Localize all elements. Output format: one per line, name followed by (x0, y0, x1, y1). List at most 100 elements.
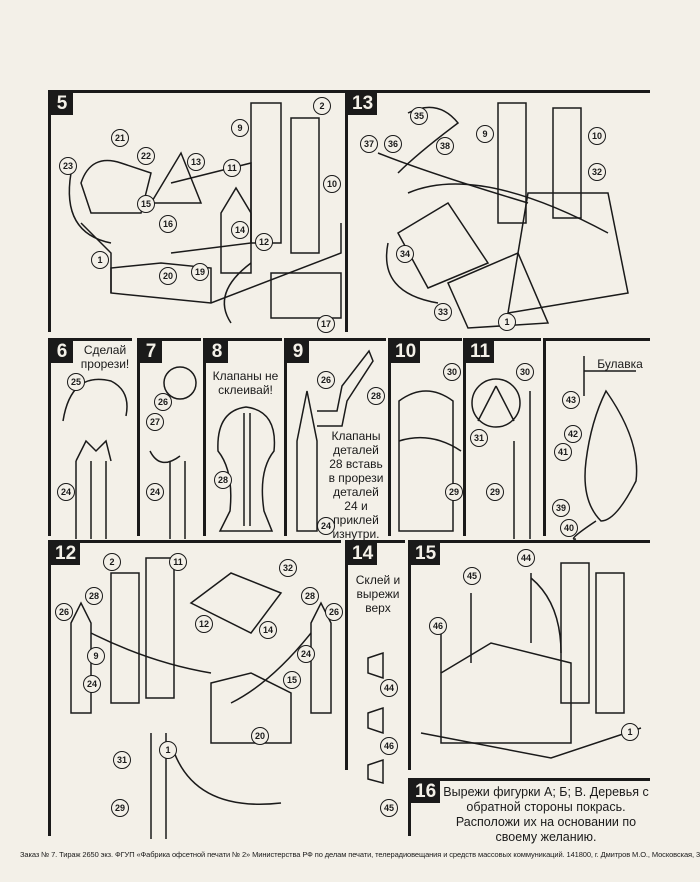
tower-diagram (62, 378, 128, 539)
callout: 25 (67, 373, 85, 391)
callout: 29 (111, 799, 129, 817)
tower-diagram (149, 366, 197, 539)
callout: 40 (560, 519, 578, 537)
step-8-panel: 8 Клапаны не склеивай! 28 (203, 338, 282, 536)
assembly-diagram (68, 102, 342, 324)
step-number: 5 (51, 93, 73, 115)
callout: 21 (111, 129, 129, 147)
callout: 26 (154, 393, 172, 411)
callout: 27 (146, 413, 164, 431)
callout: 14 (259, 621, 277, 639)
part-diagram (217, 406, 276, 532)
step-note: Вырежи фигурки А; Б; В. Деревья с обратн… (443, 785, 649, 844)
callout: 30 (516, 363, 534, 381)
step-number: 14 (348, 543, 378, 565)
callout: 15 (283, 671, 301, 689)
step-7-panel: 7 26 27 24 (137, 338, 201, 539)
step-number: 9 (287, 341, 309, 363)
callout: 32 (279, 559, 297, 577)
callout: 38 (436, 137, 454, 155)
callout: 23 (59, 157, 77, 175)
callout: 46 (429, 617, 447, 635)
callout: 12 (255, 233, 273, 251)
assembly-diagram (377, 102, 629, 329)
callout: 28 (214, 471, 232, 489)
callout: 14 (231, 221, 249, 239)
callout: 10 (323, 175, 341, 193)
step-note: Булавка (597, 357, 643, 371)
callout: 24 (83, 675, 101, 693)
callout: 26 (325, 603, 343, 621)
callout: 2 (103, 553, 121, 571)
step-number: 8 (206, 341, 228, 363)
step-13-panel: 13 35 37 36 38 9 10 32 34 33 1 (345, 90, 650, 332)
callout: 13 (187, 153, 205, 171)
callout: 29 (445, 483, 463, 501)
callout: 45 (463, 567, 481, 585)
callout: 1 (91, 251, 109, 269)
callout: 10 (588, 127, 606, 145)
cathedral-diagram (420, 562, 642, 759)
callout: 26 (55, 603, 73, 621)
tower-diagram (471, 378, 531, 539)
callout: 24 (57, 483, 75, 501)
callout: 11 (169, 553, 187, 571)
step-number: 12 (51, 543, 81, 565)
step-12-panel: 12 2 28 26 9 24 12 14 32 28 26 24 15 20 … (48, 540, 343, 839)
callout: 44 (380, 679, 398, 697)
callout: 42 (564, 425, 582, 443)
callout: 20 (251, 727, 269, 745)
callout: 30 (443, 363, 461, 381)
callout: 26 (317, 371, 335, 389)
callout: 46 (380, 737, 398, 755)
callout: 11 (223, 159, 241, 177)
callout: 43 (562, 391, 580, 409)
assembly-diagram (70, 557, 332, 839)
step-10-panel: 10 30 29 (388, 338, 463, 536)
step-number: 7 (140, 341, 162, 363)
step-note: Склей и вырежи верх (355, 573, 401, 615)
callout: 20 (159, 267, 177, 285)
step-16-panel: 16 Вырежи фигурки А; Б; В. Деревья с обр… (408, 778, 650, 844)
callout: 17 (317, 315, 335, 333)
spire-panel: Булавка 43 42 41 39 40 (543, 338, 650, 540)
callout: 15 (137, 195, 155, 213)
callout: 9 (87, 647, 105, 665)
callout: 44 (517, 549, 535, 567)
callout: 36 (384, 135, 402, 153)
step-15-panel: 15 45 44 46 1 (408, 540, 650, 770)
step-6-panel: 6 Сделай прорези! 25 24 (48, 338, 132, 539)
callout: 9 (231, 119, 249, 137)
step-number: 10 (391, 341, 421, 363)
callout: 1 (498, 313, 516, 331)
step-5-panel: 5 21 22 23 13 15 16 11 9 2 10 14 12 1 20… (48, 90, 346, 333)
callout: 1 (159, 741, 177, 759)
callout: 34 (396, 245, 414, 263)
callout: 32 (588, 163, 606, 181)
step-note: Сделай прорези! (80, 343, 130, 371)
callout: 29 (486, 483, 504, 501)
callout: 35 (410, 107, 428, 125)
callout: 41 (554, 443, 572, 461)
callout: 37 (360, 135, 378, 153)
callout: 24 (146, 483, 164, 501)
step-number: 11 (466, 341, 495, 363)
step-11-panel: 11 30 31 29 (463, 338, 541, 539)
callout: 31 (113, 751, 131, 769)
callout: 12 (195, 615, 213, 633)
callout: 1 (621, 723, 639, 741)
tower-diagram (296, 349, 374, 532)
spire-diagram (572, 356, 638, 540)
callout: 9 (476, 125, 494, 143)
callout: 28 (367, 387, 385, 405)
callout: 22 (137, 147, 155, 165)
callout: 16 (159, 215, 177, 233)
step-9-panel: 9 Клапаны деталей 28 вставь в прорези де… (284, 338, 386, 541)
imprint-footer: Заказ № 7. Тираж 2650 экз. ФГУП «Фабрика… (20, 850, 700, 859)
step-note: Клапаны деталей 28 вставь в прорези дета… (328, 429, 384, 541)
callout: 24 (317, 517, 335, 535)
callout: 28 (301, 587, 319, 605)
step-number: 16 (411, 781, 441, 803)
step-14-panel: 14 Склей и вырежи верх 44 46 45 (345, 540, 405, 817)
callout: 28 (85, 587, 103, 605)
